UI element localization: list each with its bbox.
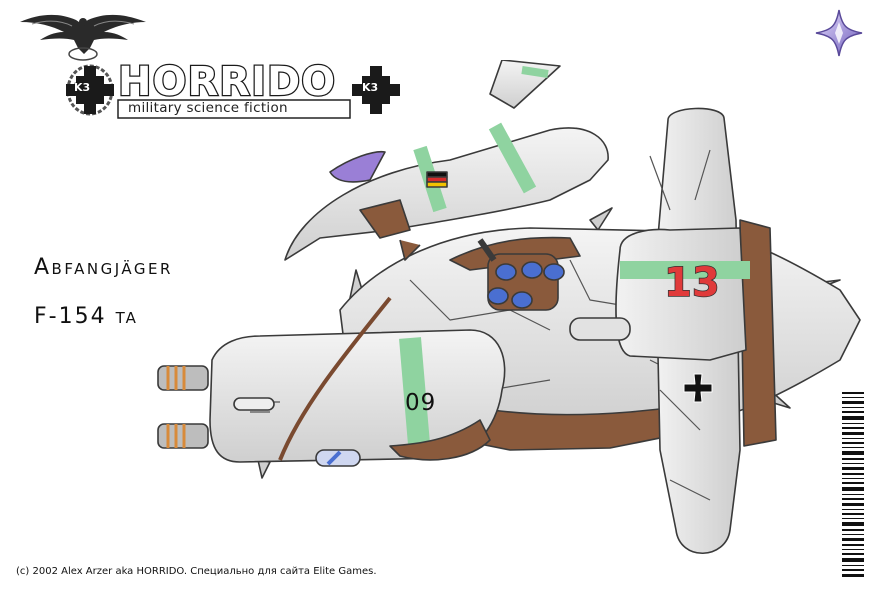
barcode-icon [842, 392, 864, 577]
k3-badge-left: K3 [74, 81, 91, 95]
craft-model: F-154 ta [34, 304, 138, 329]
diamond-star-icon [815, 9, 863, 57]
tower-number: 13 [663, 259, 720, 307]
craft-designation: Abfangjäger [34, 255, 173, 280]
copyright-text: (c) 2002 Alex Arzer aka HORRIDO. Специал… [16, 566, 377, 577]
eagle-icon [20, 14, 146, 61]
k3-badge-right: K3 [362, 81, 379, 95]
iron-cross-icon [683, 373, 713, 403]
hull-number: 09 [405, 390, 437, 416]
logo-emblem [66, 64, 400, 119]
brand-name: HORRIDO [117, 59, 337, 106]
brand-tagline: military science fiction [128, 100, 288, 116]
spaceship-illustration [157, 60, 861, 554]
